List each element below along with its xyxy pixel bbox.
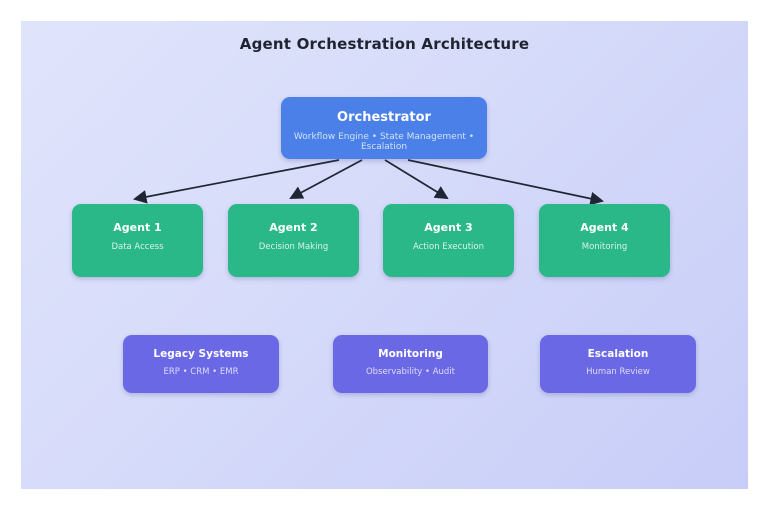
agent-4-node: Agent 4 Monitoring — [539, 204, 670, 277]
orchestrator-subtitle: Workflow Engine • State Management • Esc… — [293, 132, 475, 152]
agent-1-node: Agent 1 Data Access — [72, 204, 203, 277]
escalation-node: Escalation Human Review — [540, 335, 696, 393]
orchestrator-node: Orchestrator Workflow Engine • State Man… — [281, 97, 487, 159]
agent-3-node: Agent 3 Action Execution — [383, 204, 514, 277]
monitoring-subtitle: Observability • Audit — [365, 367, 456, 377]
agent-1-subtitle: Data Access — [111, 242, 164, 252]
escalation-title: Escalation — [587, 348, 649, 360]
legacy-systems-subtitle: ERP • CRM • EMR — [163, 367, 239, 377]
arrow-orchestrator-agent-1 — [132, 159, 340, 204]
agent-4-subtitle: Monitoring — [581, 242, 628, 252]
agent-2-subtitle: Decision Making — [258, 242, 329, 252]
agent-4-title: Agent 4 — [580, 221, 629, 234]
page-title: Agent Orchestration Architecture — [239, 35, 530, 53]
agent-2-node: Agent 2 Decision Making — [228, 204, 359, 277]
arrow-orchestrator-agent-2 — [289, 159, 363, 199]
arrow-orchestrator-agent-4 — [407, 159, 604, 206]
agent-2-title: Agent 2 — [269, 221, 318, 234]
escalation-subtitle: Human Review — [586, 367, 650, 377]
diagram-canvas: Agent Orchestration Architecture Orchest… — [21, 21, 748, 489]
agent-1-title: Agent 1 — [113, 221, 162, 234]
arrow-orchestrator-agent-3 — [384, 159, 449, 200]
orchestrator-title: Orchestrator — [337, 110, 431, 125]
monitoring-node: Monitoring Observability • Audit — [333, 335, 488, 393]
agent-3-subtitle: Action Execution — [412, 242, 485, 252]
legacy-systems-node: Legacy Systems ERP • CRM • EMR — [123, 335, 279, 393]
legacy-systems-title: Legacy Systems — [153, 348, 249, 360]
monitoring-title: Monitoring — [378, 348, 443, 360]
agent-3-title: Agent 3 — [424, 221, 473, 234]
